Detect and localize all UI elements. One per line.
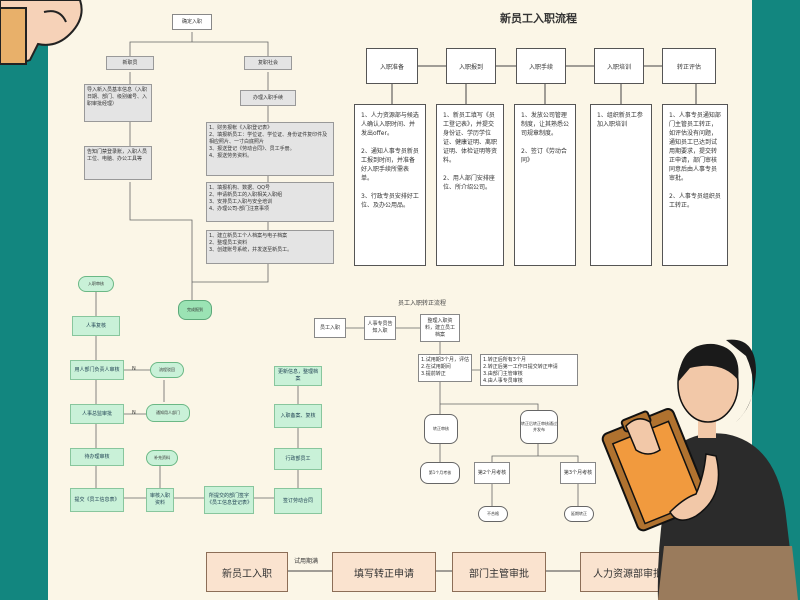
- mid-month1-node: 第1个月考核: [420, 462, 460, 484]
- doc-prep-box: 办理入职手续: [240, 90, 296, 106]
- file-box: 入职备案、复核: [274, 404, 322, 428]
- mid-result-pass: 延期转正: [564, 506, 594, 522]
- dept-confirm-box: 用人部门负责人审核: [70, 360, 124, 380]
- new-hire-box: 新职员: [106, 56, 154, 70]
- mid-eval-node: 转正后转正审核通过并发布: [520, 410, 558, 444]
- step-header-4: 入职培训: [594, 48, 644, 84]
- review-form-box: 审核入职资料: [146, 488, 174, 512]
- step-detail-2: 1、新员工填写《员工登记表》，并提交身份证、学历学位证、健康证明、离职证明、体检…: [436, 104, 504, 266]
- update-box: 更新信息，整理档案: [274, 366, 322, 386]
- mid-step-1: 员工入职: [314, 318, 346, 338]
- step-header-5: 转正评估: [662, 48, 716, 84]
- mid-step-2: 人事专员告知入职: [364, 316, 396, 340]
- poster-title: 新员工入职流程: [500, 12, 577, 25]
- info-box: 导入新入员基本信息（入职日期、部门、级别编号、入职审批经理）: [84, 84, 152, 122]
- bottom-step-2: 填写转正申请: [332, 552, 436, 592]
- step-header-3: 入职手续: [516, 48, 566, 84]
- branch-n-label-2: N: [132, 410, 136, 416]
- process-box: 待办理审核: [70, 448, 124, 466]
- start-box: 确定入职: [172, 14, 212, 30]
- train-box: 行政部员工: [274, 448, 322, 470]
- bottom-step-1: 新员工入职: [206, 552, 288, 592]
- green-start-node: 入职审核: [78, 276, 114, 292]
- step-detail-5: 1、人事专员通知部门主管员工转正，如评估没有问题，通知员工已达到试用期要求，提交…: [662, 104, 728, 266]
- hand-illustration: [0, 0, 83, 65]
- rejoin-box: 复职社会: [244, 56, 292, 70]
- mid-step-3: 整理入职资料，建立员工档案: [420, 314, 460, 342]
- branch-n-label: N: [132, 366, 136, 372]
- mid-condition: 1.试用期3个月，评估 2.在试用期间 3.提前转正: [418, 354, 472, 382]
- bottom-label-probation: 试用期满: [294, 558, 319, 565]
- hr-review-box: 人事复核: [72, 316, 120, 336]
- requirements-box-2: 1、填报机构、数据、QQ号 2、申请新员工的入职相关入职组 3、安排员工入职与安…: [206, 182, 334, 222]
- supplement-node: 补充资料: [146, 450, 178, 466]
- step-detail-4: 1、组织新员工参加入职培训: [590, 104, 652, 266]
- done-node: 完成报到: [178, 300, 212, 320]
- requirements-box-1: 1、财务报帐《入职登记表》 2、填报新员工：学位证、学位证、身份证件复印件及相应…: [206, 122, 334, 176]
- requirements-box-3: 1、建立新员工个人档案与电子档案 2、整理员工资料 3、创建账号系统，并发送至新…: [206, 230, 334, 264]
- step-detail-3: 1、发放公司管理制度，让其熟悉公司规章制度。 2、签订《劳动合同》: [514, 104, 576, 266]
- woman-with-clipboard-illustration: [601, 339, 798, 600]
- step-detail-1: 1、人力资源部与候选人确认入职时间、并发出offer。 2、通知人事专员新员工报…: [354, 104, 426, 266]
- mid-result-list: 1.转正后所有3个月 2.转正后第一工作日提交转正申请 3.由部门主管审核 4.…: [480, 354, 578, 386]
- return-node: 流程驳回: [150, 362, 184, 378]
- mid-result-fail: 不合格: [478, 506, 508, 522]
- mid-month2-box: 第2个月考核: [474, 462, 510, 484]
- notice-box: 告知门禁登录账，入职人员工位、电脑、办公工具等: [84, 146, 152, 180]
- step-header-1: 入职准备: [366, 48, 418, 84]
- docs-note-box: 所提交的部门签字《员工信息登记表》: [204, 486, 254, 514]
- step-header-2: 入职报到: [446, 48, 496, 84]
- notify-node: 通知用人部门: [146, 404, 190, 422]
- mid-review-node: 转正审核: [424, 414, 458, 444]
- hr-approve-box: 人事总监审批: [70, 404, 124, 424]
- mid-month3-box: 第3个月考核: [560, 462, 596, 484]
- bottom-step-3: 部门主管审批: [452, 552, 546, 592]
- sign-box: 签订劳动合同: [274, 488, 322, 514]
- submit-box: 提交《员工信息表》: [70, 488, 124, 512]
- middle-flow-title: 员工入职转正流程: [398, 300, 447, 307]
